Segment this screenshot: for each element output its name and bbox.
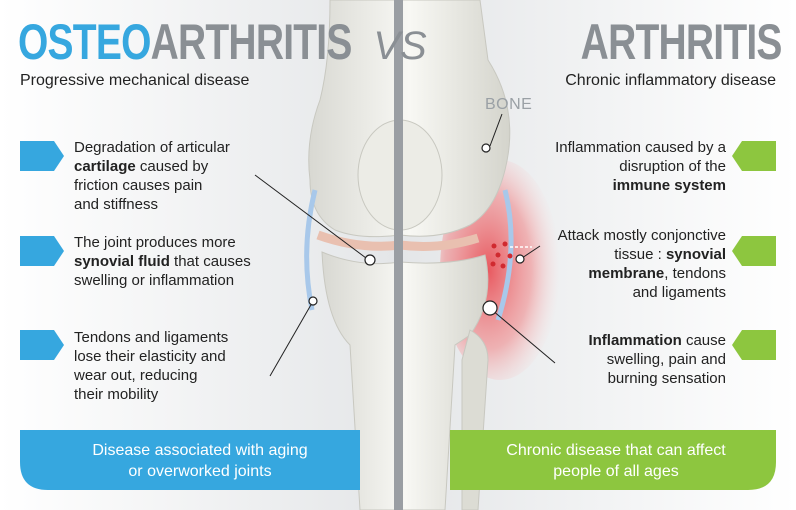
osteoarthritis-title: OSTEOARTHRITIS [18,14,352,70]
title-osteo: OSTEO [18,14,151,70]
bone-label: BONE [485,96,533,113]
bottom-left-text: Disease associated with aging or overwor… [92,442,308,480]
vs-label: VS [373,24,427,68]
left-marker-2 [20,236,64,266]
left-marker-3 [20,330,64,360]
right-marker-1 [732,141,776,171]
subtitle-left: Progressive mechanical disease [20,72,250,89]
bottom-banner-right [450,430,776,490]
ligament-right [495,189,514,321]
bottom-banner-left [20,430,360,490]
subtitle-right: Chronic inflammatory disease [565,72,776,89]
tibia-bone [321,251,489,510]
left-point-synovial-fluid: The joint produces more synovial fluid t… [74,234,251,289]
right-point-immune-system: Inflammation caused by a disruption of t… [555,139,726,194]
left-markers [20,141,64,360]
callout-markers [308,143,525,316]
bottom-right-text: Chronic disease that can affect people o… [506,442,726,480]
right-markers [732,141,776,360]
title-arthritis-left: ARTHRITIS [150,14,353,70]
left-point-tendons: Tendons and ligaments lose their elastic… [74,329,229,403]
right-marker-2 [732,236,776,266]
arthritis-title: ARTHRITIS [581,14,783,70]
inflammation-dots [490,241,513,269]
right-point-synovial-membrane: Attack mostly conjonctive tissue : synov… [557,227,726,301]
left-point-cartilage: Degradation of articular cartilage cause… [74,139,230,213]
right-marker-3 [732,330,776,360]
ligament-left [304,189,318,311]
center-divider [394,0,403,510]
left-marker-1 [20,141,64,171]
right-point-inflammation: Inflammation cause swelling, pain and bu… [588,332,726,387]
callout-lines [254,113,556,377]
